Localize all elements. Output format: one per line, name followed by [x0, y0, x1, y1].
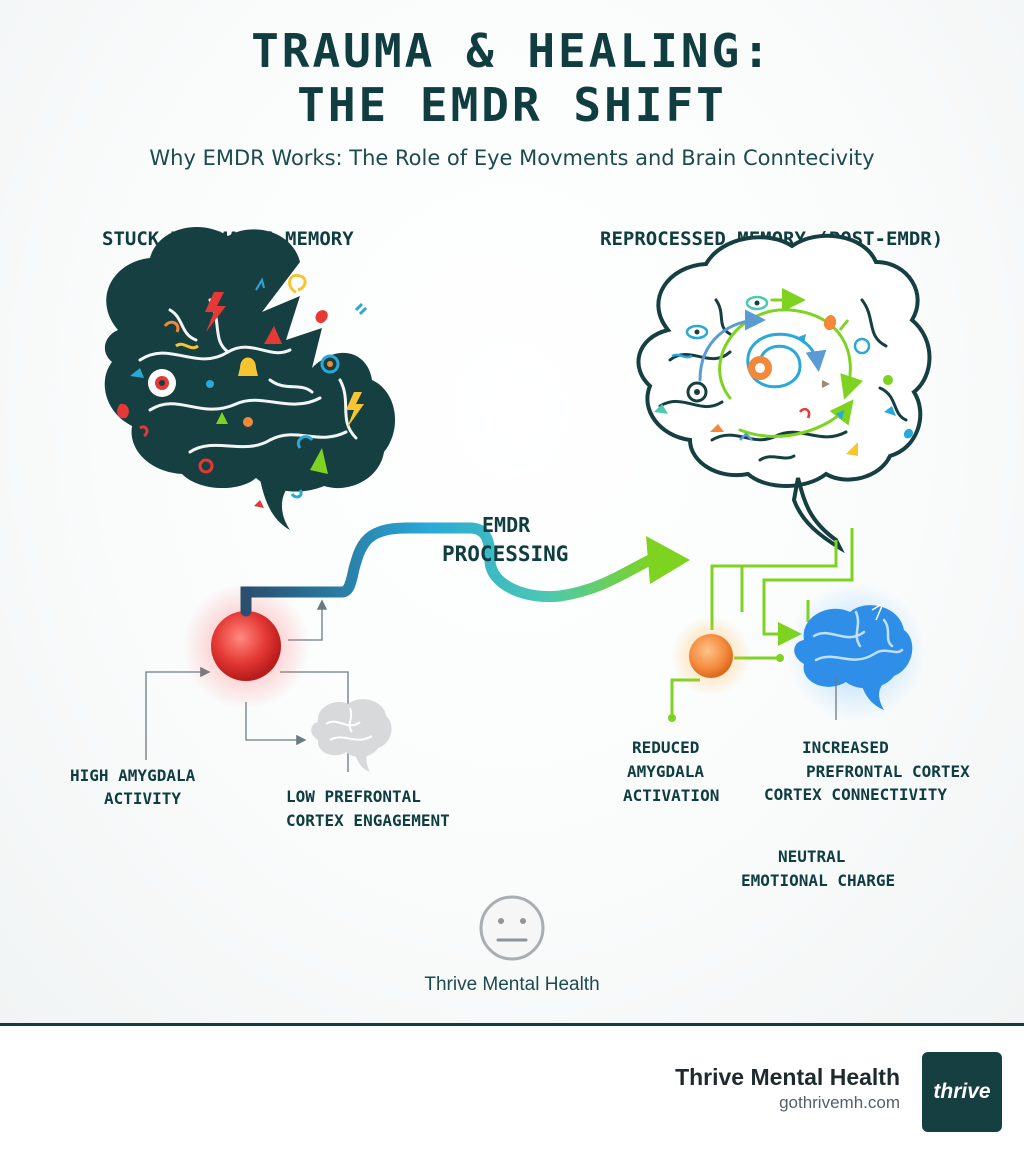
center-brand-text: Thrive Mental Health — [424, 974, 600, 995]
increased-prefrontal-label-3: CORTEX CONNECTIVITY — [764, 785, 948, 804]
reduced-amygdala-label-2: AMYGDALA — [627, 762, 705, 781]
page-subtitle: Why EMDR Works: The Role of Eye Movments… — [149, 146, 875, 170]
page-background — [0, 0, 1024, 1025]
title-line-2: THE EMDR SHIFT — [297, 78, 727, 132]
high-amygdala-label-2: ACTIVITY — [104, 789, 182, 808]
emdr-label-line-2: PROCESSING — [442, 542, 569, 566]
thrive-logo[interactable]: thrive — [922, 1052, 1002, 1132]
emdr-processing-path — [240, 522, 656, 617]
footer-brand-name: Thrive Mental Health — [675, 1064, 900, 1090]
neutral-charge-label-2: EMOTIONAL CHARGE — [741, 871, 896, 890]
dim-prefrontal-brain-icon — [311, 699, 392, 772]
connector-dot — [776, 654, 784, 662]
low-prefrontal-label-2: CORTEX ENGAGEMENT — [286, 811, 450, 830]
high-amygdala-node — [211, 611, 281, 681]
low-prefrontal-label-1: LOW PREFRONTAL — [286, 787, 421, 806]
footer-url-link[interactable]: gothrivemh.com — [779, 1093, 900, 1112]
reduced-amygdala-label-3: ACTIVATION — [623, 786, 720, 805]
healthy-prefrontal-brain-icon — [786, 582, 926, 722]
footer-divider — [0, 1023, 1024, 1026]
reduced-amygdala-label-1: REDUCED — [632, 738, 700, 757]
reduced-amygdala-node — [689, 634, 733, 678]
logo-text: thrive — [933, 1080, 991, 1103]
title-line-1: TRAUMA & HEALING: — [251, 24, 773, 78]
diagram-illustration — [104, 227, 932, 961]
neutral-face-icon — [479, 895, 545, 961]
connector-dot — [668, 714, 676, 722]
page-title: TRAUMA & HEALING: THE EMDR SHIFT — [0, 24, 1024, 132]
increased-prefrontal-label-2: PREFRONTAL CORTEX — [806, 762, 970, 781]
increased-prefrontal-label-1: INCREASED — [802, 738, 889, 757]
emdr-label-line-1: EMDR — [482, 513, 531, 537]
emdr-arrow-head — [646, 536, 690, 584]
neutral-charge-label-1: NEUTRAL — [778, 847, 846, 866]
high-amygdala-label-1: HIGH AMYGDALA — [70, 766, 196, 785]
reprocessed-memory-brain-icon — [636, 233, 932, 554]
stuck-memory-brain-icon — [104, 227, 396, 530]
